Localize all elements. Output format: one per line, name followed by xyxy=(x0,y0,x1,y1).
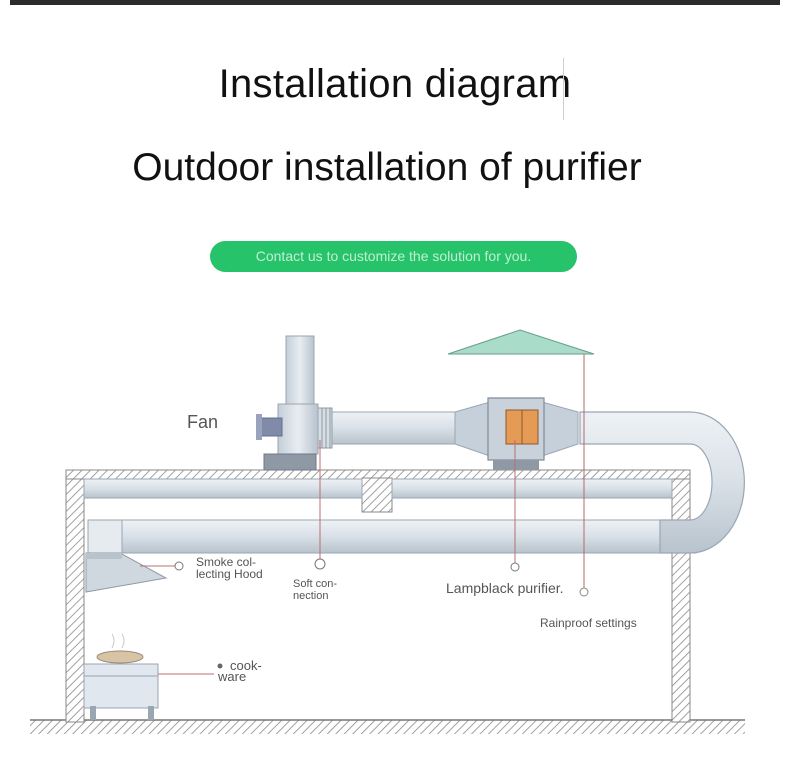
lampblack-purifier-label: Lampblack purifier. xyxy=(446,580,564,596)
rainproof-label: Rainproof settings xyxy=(540,616,637,630)
smoke-hood-label: Smoke col- lecting Hood xyxy=(196,556,263,580)
hood-marker xyxy=(174,561,184,571)
soft-connection-label: Soft con- nection xyxy=(293,578,337,602)
soft-connection-marker xyxy=(314,558,326,570)
contact-button[interactable]: Contact us to customize the solution for… xyxy=(210,241,577,272)
soft-connection-label-line1: Soft con- xyxy=(293,578,338,590)
rooftop-pipe xyxy=(329,401,579,457)
cookware-label: cook- ware xyxy=(218,658,262,684)
fan xyxy=(256,335,319,471)
ground xyxy=(30,719,745,734)
indoor-exhaust-pipe xyxy=(87,519,697,554)
smoke-hood-label-line1: Smoke col- xyxy=(196,555,257,569)
fan-label: Fan xyxy=(187,412,219,432)
title-divider xyxy=(563,58,564,120)
leader-lines xyxy=(140,440,516,675)
lampblack-purifier xyxy=(487,397,545,470)
purifier-marker xyxy=(510,562,520,572)
smoke-hood-label-line2: lecting Hood xyxy=(196,567,263,581)
building-wall-right xyxy=(671,469,691,723)
page-subtitle: Outdoor installation of purifier xyxy=(132,146,642,189)
cookware-marker xyxy=(217,663,223,669)
cookware-label-line1: cook- xyxy=(230,658,262,673)
ceiling-duct xyxy=(83,478,673,499)
u-bend-pipe xyxy=(579,411,745,554)
building-wall-left xyxy=(65,469,85,723)
soft-connection-label-line2: nection xyxy=(293,590,329,602)
rainproof-cover xyxy=(447,329,595,597)
stove xyxy=(83,633,159,720)
page-title: Installation diagram xyxy=(218,62,572,106)
smoke-hood xyxy=(85,552,168,593)
cookware-label-line2: ware xyxy=(218,669,247,684)
top-banner-strip xyxy=(0,0,790,6)
